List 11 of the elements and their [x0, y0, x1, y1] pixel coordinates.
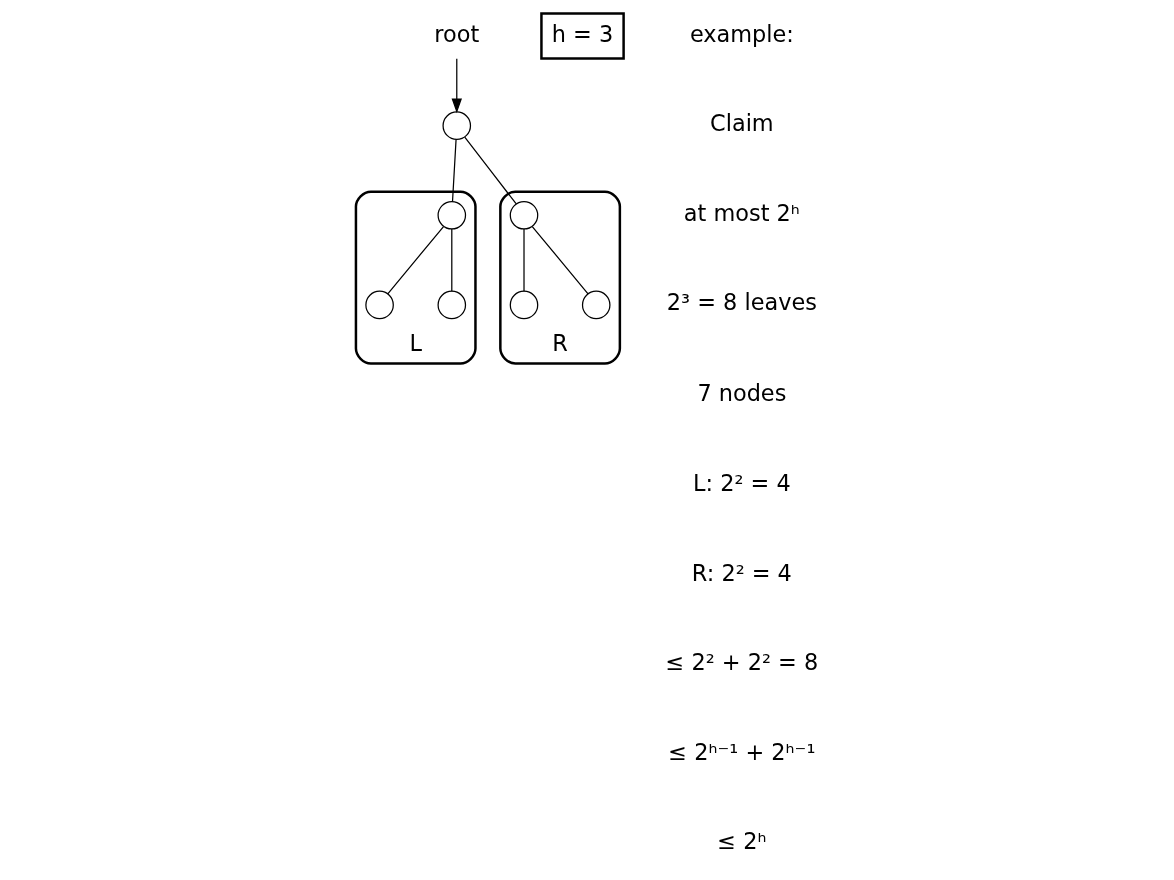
label: R: 2² = 4 — [691, 559, 792, 586]
label: L: 2² = 4 — [692, 469, 791, 496]
label: ≤ 2² + 2² = 8 — [665, 649, 818, 676]
label: 7 nodes — [696, 380, 786, 407]
node-text: root — [433, 20, 479, 47]
label: ≤ 2ʰ — [716, 828, 766, 855]
label: at most 2ʰ — [683, 199, 800, 226]
label: example: — [689, 20, 794, 47]
label: ≤ 2ʰ⁻¹ + 2ʰ⁻¹ — [667, 738, 815, 765]
label: Claim — [709, 110, 774, 137]
label: 2³ = 8 leaves — [666, 289, 817, 316]
